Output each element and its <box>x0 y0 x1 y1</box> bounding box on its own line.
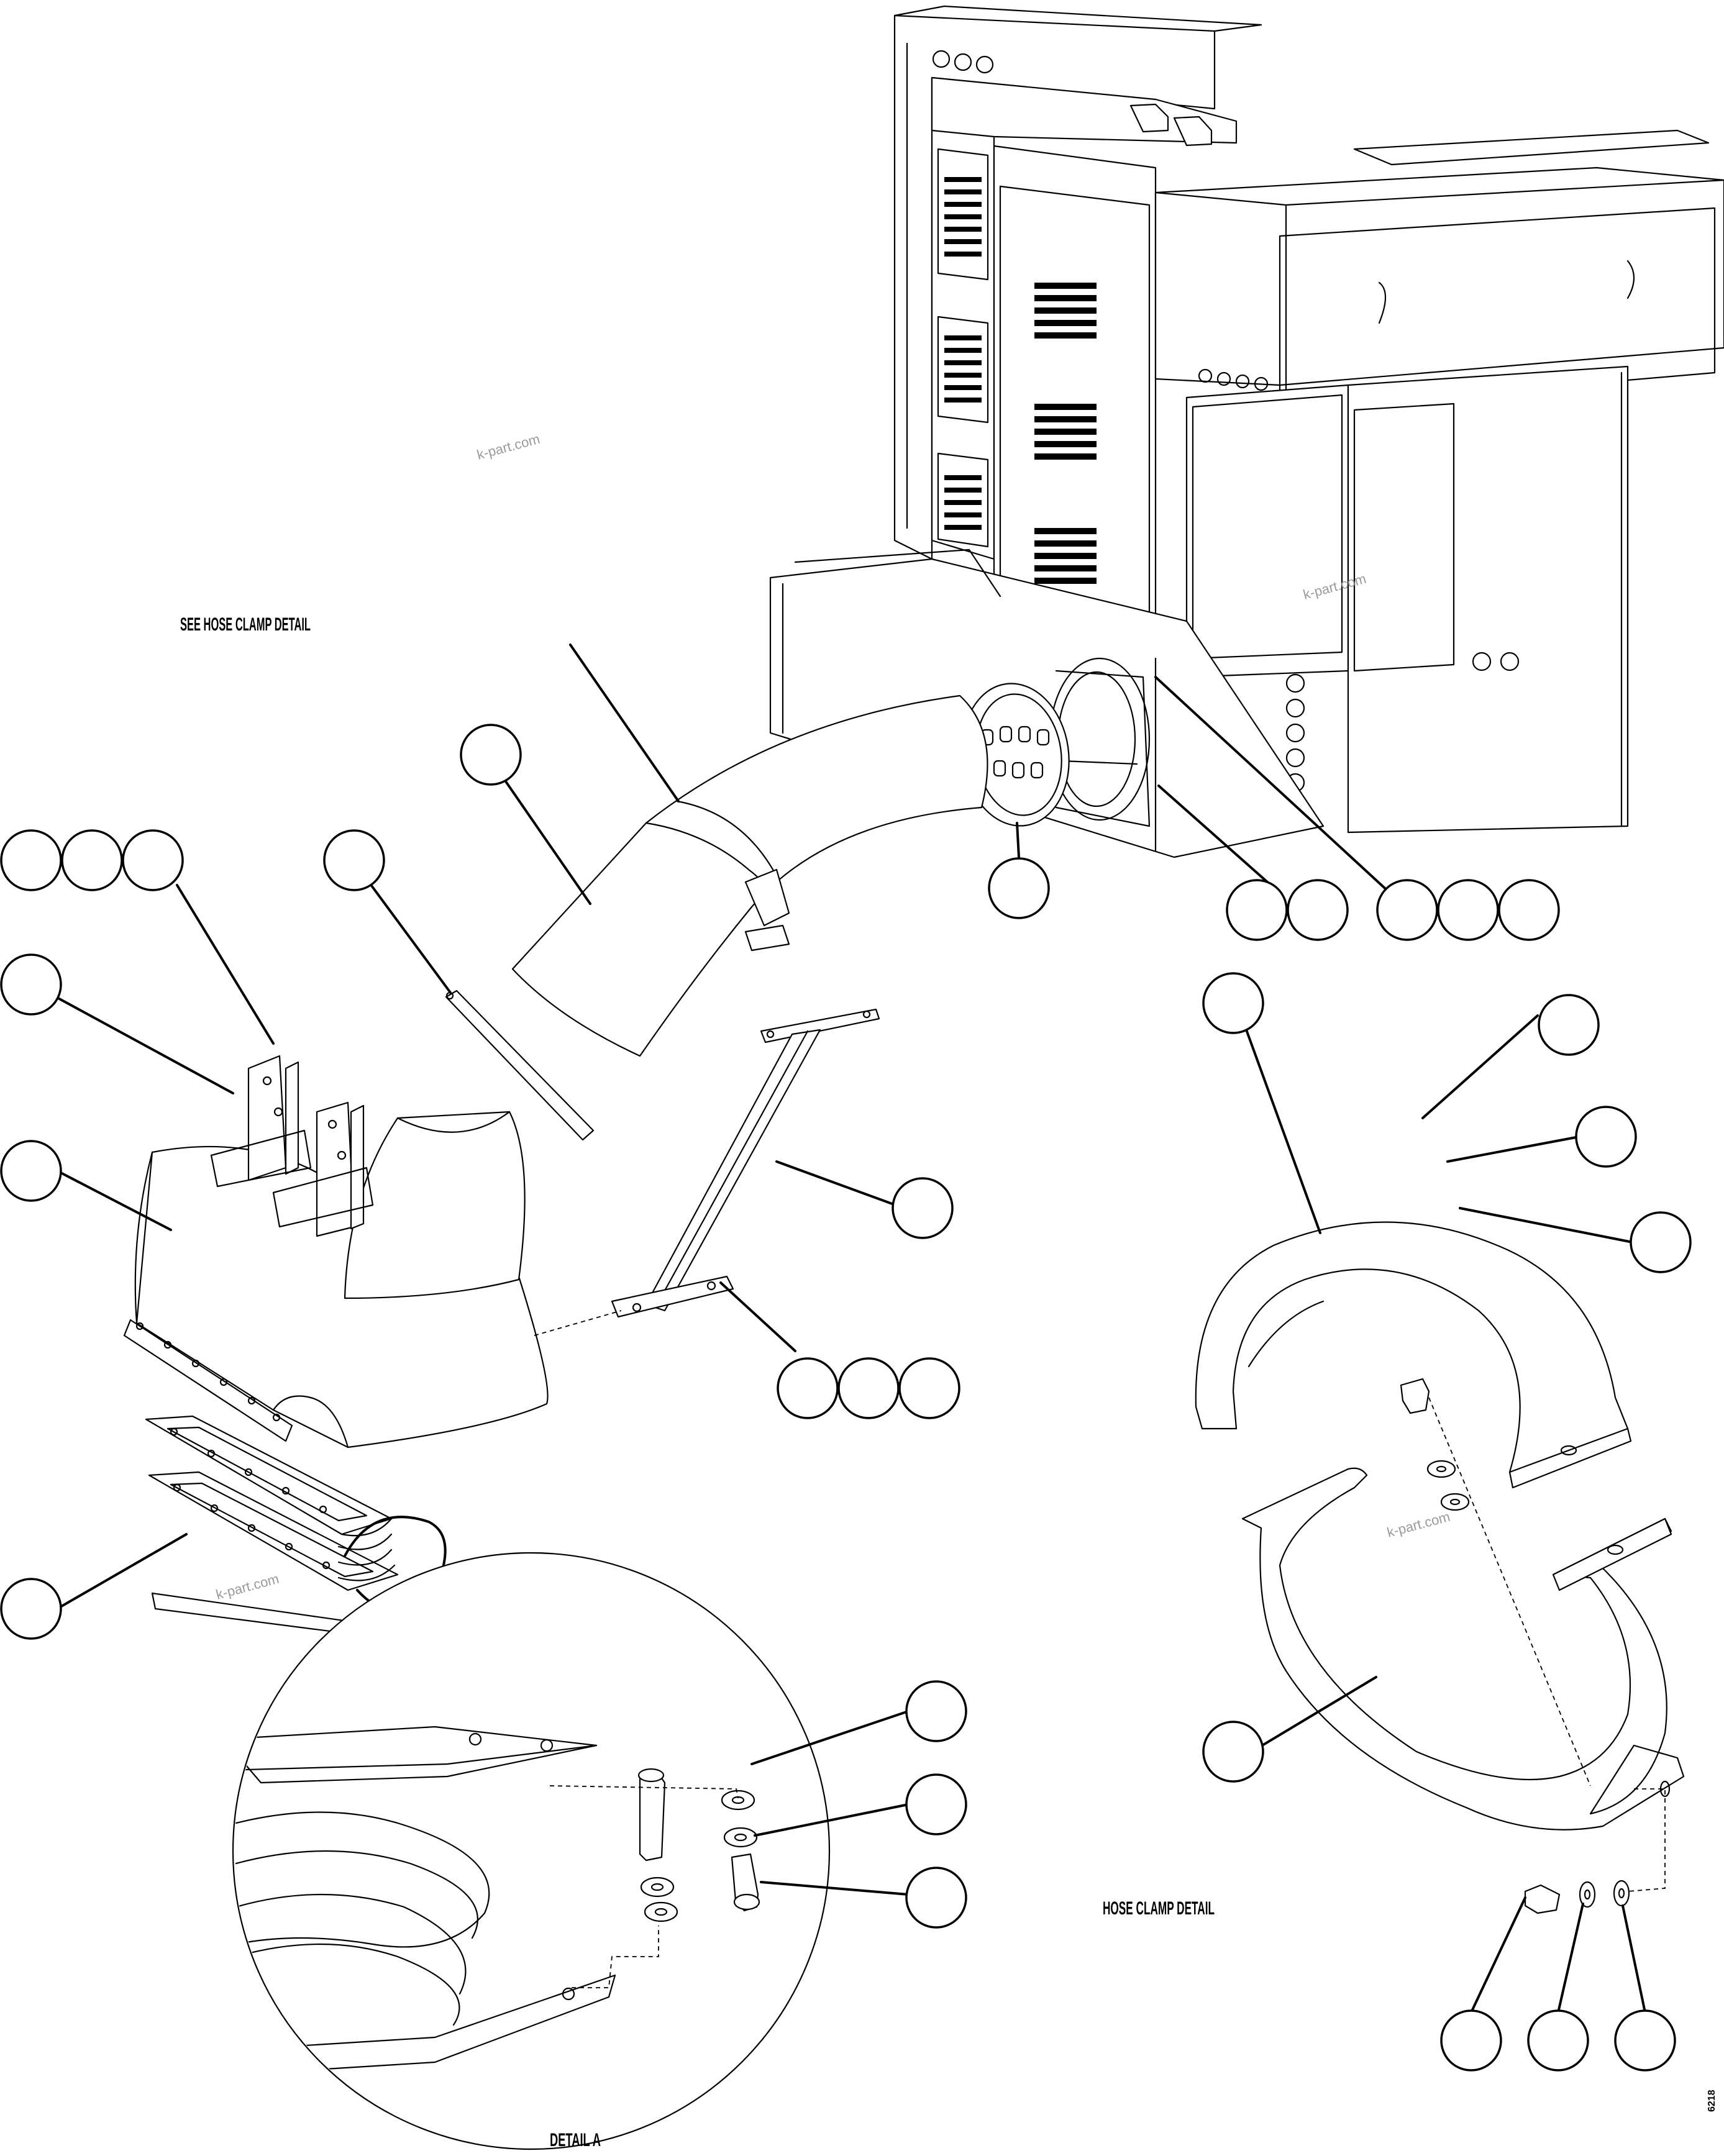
callout-balloon <box>323 829 385 891</box>
outlet-flange-ring <box>962 683 1070 827</box>
callout-balloon <box>1614 2009 1676 2072</box>
callout-balloon <box>1498 879 1560 941</box>
elbow-duct <box>511 694 988 1057</box>
silencer-flange-holes <box>135 1322 281 1422</box>
watermark: k-part.com <box>1385 1509 1452 1540</box>
bellows-flange-holes <box>170 1427 331 1570</box>
front-louver-grid-1 <box>1034 283 1097 339</box>
clamp-hardware-top <box>1400 1378 1591 1786</box>
callout-balloon <box>0 1578 62 1640</box>
gasket-strip <box>445 989 595 1141</box>
silencer-body <box>123 1055 549 1449</box>
callout-balloon <box>1226 879 1288 941</box>
see-hose-clamp-detail-label: SEE HOSE CLAMP DETAIL <box>180 614 311 635</box>
side-louver-grid <box>944 177 982 530</box>
callout-balloon <box>1202 1721 1264 1783</box>
callout-balloon <box>905 1773 967 1835</box>
callout-balloon <box>837 1357 900 1419</box>
callout-balloon <box>1575 1106 1637 1168</box>
callout-balloon <box>0 1140 62 1202</box>
watermark: k-part.com <box>214 1571 281 1603</box>
clamp-hardware-bottom <box>1524 1788 1666 1914</box>
callout-balloon <box>905 1867 967 1929</box>
cable-entry-holes <box>932 50 994 74</box>
callout-balloons <box>0 724 1692 2072</box>
generator-enclosure <box>769 5 1724 858</box>
callout-balloon <box>1527 2009 1589 2072</box>
callout-balloon <box>460 724 522 786</box>
hose-clamp-detail-label: HOSE CLAMP DETAIL <box>1103 1898 1215 1919</box>
indicator-lamps <box>1198 368 1269 391</box>
callout-balloon <box>1437 879 1499 941</box>
drawing-number: 6218 <box>1707 2090 1717 2112</box>
leader-lines <box>55 644 1646 2014</box>
watermark: k-part.com <box>475 431 542 463</box>
callout-balloon <box>898 1357 960 1419</box>
support-stand <box>611 1008 880 1318</box>
callout-balloon <box>777 1357 839 1419</box>
front-louver-grid-3 <box>1034 528 1097 584</box>
callout-balloon <box>1287 879 1349 941</box>
callout-balloon <box>905 1680 967 1742</box>
callout-balloon <box>122 829 184 891</box>
hose-clamp-upper-half <box>1195 1221 1632 1489</box>
callout-balloon <box>0 953 62 1016</box>
detail-a-label: DETAIL A <box>550 2130 601 2150</box>
callout-balloon <box>988 857 1050 919</box>
flange-bolt-holes <box>980 725 1050 779</box>
callout-balloon <box>1440 2009 1502 2072</box>
hose-clamp-lower-half <box>1241 1467 1685 1831</box>
callout-balloon <box>1376 879 1438 941</box>
callout-balloon <box>61 829 123 891</box>
callout-balloon <box>892 1177 954 1239</box>
callout-balloon <box>1630 1211 1692 1273</box>
detail-a-view <box>232 1552 831 2150</box>
front-louver-grid-2 <box>1034 404 1097 460</box>
assembly-centerline <box>534 1310 622 1336</box>
callout-balloon <box>1202 972 1264 1034</box>
callout-balloon <box>0 829 62 891</box>
callout-balloon <box>1538 994 1600 1056</box>
